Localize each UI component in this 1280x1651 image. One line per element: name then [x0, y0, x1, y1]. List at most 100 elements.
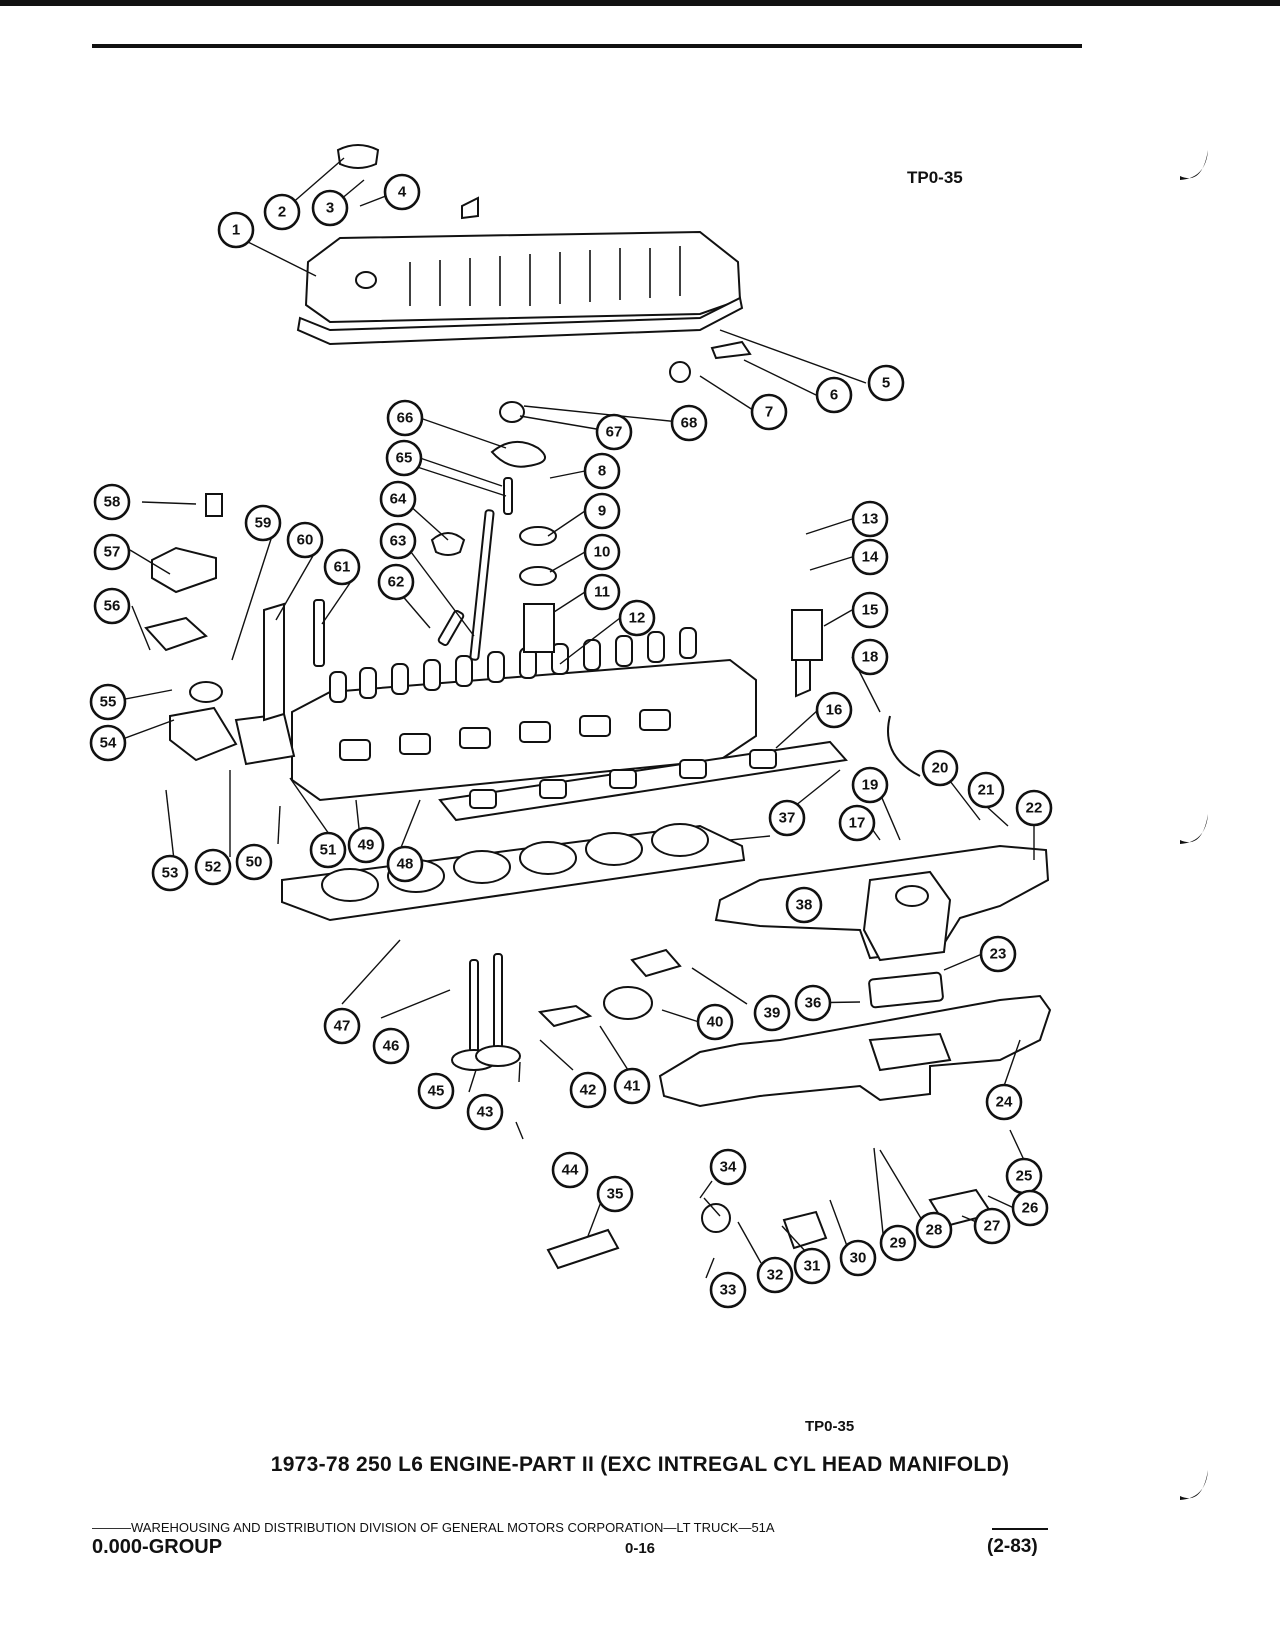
callout-56: 56	[93, 587, 131, 625]
callout-39: 39	[753, 994, 791, 1032]
svg-text:62: 62	[388, 574, 405, 591]
callout-67: 67	[595, 413, 633, 451]
svg-text:17: 17	[849, 815, 866, 832]
punch-mark-top	[1180, 150, 1208, 180]
callout-26: 26	[1011, 1189, 1049, 1227]
callout-62: 62	[377, 563, 415, 601]
callout-23: 23	[979, 935, 1017, 973]
svg-text:53: 53	[162, 865, 179, 882]
footer-rule	[992, 1528, 1048, 1530]
callout-45: 45	[417, 1072, 455, 1110]
figure-code-top: TP0-35	[907, 168, 963, 187]
callout-44: 44	[551, 1151, 589, 1189]
svg-text:63: 63	[390, 533, 407, 550]
figure-code-bottom: TP0-35	[805, 1418, 855, 1435]
svg-text:9: 9	[598, 503, 606, 520]
callout-34: 34	[709, 1148, 747, 1186]
svg-text:37: 37	[779, 810, 796, 827]
svg-text:47: 47	[334, 1018, 351, 1035]
cylinder-head-drawing	[291, 627, 757, 802]
footer-date: (2-83)	[987, 1536, 1038, 1557]
svg-text:3: 3	[326, 200, 334, 217]
callout-16: 16	[815, 691, 853, 729]
svg-text:11: 11	[594, 584, 610, 601]
callout-5: 5	[867, 364, 905, 402]
callout-33: 33	[709, 1271, 747, 1309]
manifold-gasket-drawing	[438, 740, 848, 822]
callout-13: 13	[851, 500, 889, 538]
punch-mark-middle	[1180, 814, 1208, 844]
callout-60: 60	[286, 521, 324, 559]
svg-text:12: 12	[629, 610, 646, 627]
valve-train-drawing	[313, 401, 557, 1071]
callout-30: 30	[839, 1239, 877, 1277]
callout-57: 57	[93, 533, 131, 571]
callout-48: 48	[386, 845, 424, 883]
callout-10: 10	[583, 533, 621, 571]
callout-24: 24	[985, 1083, 1023, 1121]
callout-64: 64	[379, 480, 417, 518]
callout-65: 65	[385, 439, 423, 477]
svg-text:13: 13	[862, 511, 879, 528]
svg-text:68: 68	[681, 415, 698, 432]
callout-25: 25	[1005, 1157, 1043, 1195]
callout-59: 59	[244, 504, 282, 542]
svg-text:2: 2	[278, 204, 286, 221]
callout-66: 66	[386, 399, 424, 437]
exhaust-manifold-drawing	[658, 971, 1052, 1108]
callout-51: 51	[309, 831, 347, 869]
callout-20: 20	[921, 749, 959, 787]
svg-text:51: 51	[320, 842, 337, 859]
callout-3: 3	[311, 189, 349, 227]
svg-text:60: 60	[297, 532, 314, 549]
svg-text:15: 15	[862, 602, 879, 619]
svg-text:24: 24	[996, 1094, 1013, 1111]
svg-text:61: 61	[334, 559, 351, 576]
svg-text:49: 49	[358, 837, 375, 854]
callout-63: 63	[379, 522, 417, 560]
egr-parts-drawing	[537, 609, 994, 1270]
svg-text:66: 66	[397, 410, 414, 427]
svg-text:22: 22	[1026, 800, 1043, 817]
svg-text:23: 23	[990, 946, 1007, 963]
callout-29: 29	[879, 1224, 917, 1262]
svg-text:59: 59	[255, 515, 272, 532]
header-rule	[92, 44, 1082, 48]
svg-text:45: 45	[428, 1083, 445, 1100]
callout-37: 37	[768, 799, 806, 837]
callout-6: 6	[815, 376, 853, 414]
callout-53: 53	[151, 854, 189, 892]
svg-text:33: 33	[720, 1282, 737, 1299]
svg-text:55: 55	[100, 694, 117, 711]
footer-publisher-line: ———WAREHOUSING AND DISTRIBUTION DIVISION…	[92, 1520, 775, 1535]
svg-text:29: 29	[890, 1235, 907, 1252]
callout-55: 55	[89, 683, 127, 721]
svg-text:50: 50	[246, 854, 263, 871]
top-edge-rule	[0, 0, 1280, 6]
callout-41: 41	[613, 1067, 651, 1105]
svg-text:19: 19	[862, 777, 879, 794]
svg-text:6: 6	[830, 387, 838, 404]
svg-text:42: 42	[580, 1082, 597, 1099]
svg-text:52: 52	[205, 859, 222, 876]
svg-text:25: 25	[1016, 1168, 1033, 1185]
callout-49: 49	[347, 826, 385, 864]
callout-1: 1	[217, 211, 255, 249]
svg-text:41: 41	[624, 1078, 641, 1095]
svg-text:10: 10	[594, 544, 611, 561]
callout-28: 28	[915, 1211, 953, 1249]
callout-50: 50	[235, 843, 273, 881]
callout-52: 52	[194, 848, 232, 886]
callout-9: 9	[583, 492, 621, 530]
callout-36: 36	[794, 984, 832, 1022]
callout-27: 27	[973, 1207, 1011, 1245]
svg-text:7: 7	[765, 404, 773, 421]
svg-text:67: 67	[606, 424, 623, 441]
svg-text:20: 20	[932, 760, 949, 777]
callout-47: 47	[323, 1007, 361, 1045]
svg-text:40: 40	[707, 1014, 724, 1031]
callout-54: 54	[89, 724, 127, 762]
svg-text:58: 58	[104, 494, 121, 511]
head-gasket-drawing	[281, 823, 746, 922]
